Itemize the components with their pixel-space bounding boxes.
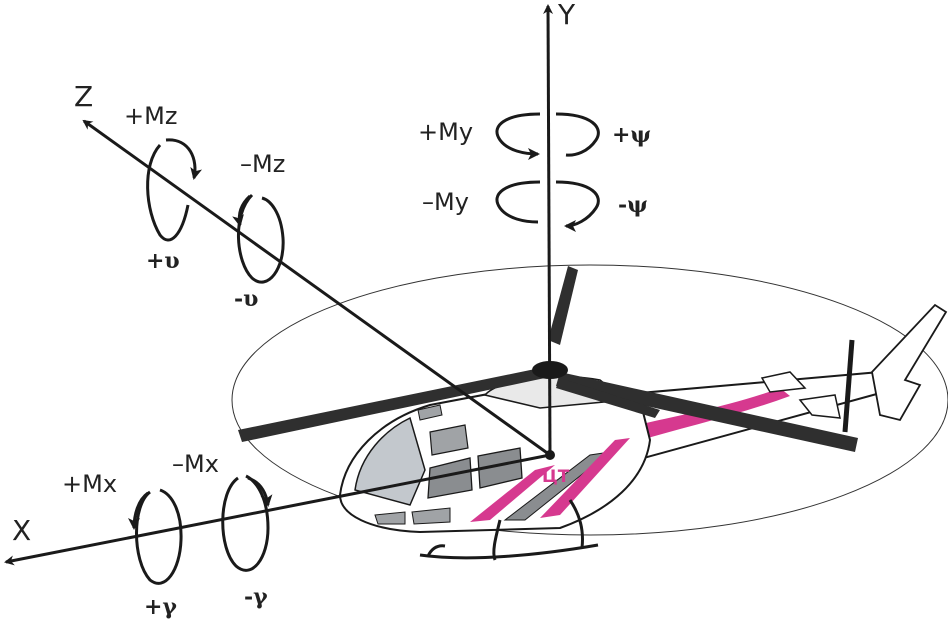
stabilizer-fin (798, 394, 841, 419)
minus-gamma-label: -γ (244, 584, 268, 610)
skid-tube (419, 543, 599, 560)
cabin-window-mid (477, 447, 523, 489)
skid-strut-rear (568, 499, 584, 549)
center-of-mass (545, 450, 555, 460)
rotor-disk (231, 264, 948, 536)
plus-my-label: +My (418, 118, 473, 146)
plus-gamma-label: +γ (144, 594, 177, 620)
x-axis-label: X (12, 514, 31, 547)
lower-window-1 (374, 511, 406, 525)
minus-mx-label: –Mx (172, 450, 219, 478)
rotation-arrow-minus-mz-head (232, 194, 252, 227)
rotation-arrow-minus-mx (221, 474, 270, 572)
rotation-arrow-minus-my-right (555, 180, 600, 232)
rotation-arrow-plus-my-right (555, 112, 600, 157)
y-axis (543, 4, 554, 456)
rotation-arrow-plus-mz (146, 143, 190, 242)
main-rotor (238, 266, 858, 452)
skid-tip (426, 544, 446, 557)
axes (4, 4, 555, 566)
rotation-z (146, 138, 285, 284)
cabin-window-small (417, 404, 443, 421)
cabin-window-upper (429, 424, 469, 456)
horizontal-stabilizer (760, 371, 807, 393)
rotor-blade-rear (548, 266, 578, 345)
body-stripe-1 (470, 465, 555, 522)
rotation-arrow-plus-mz-top (165, 138, 203, 180)
rotation-y (495, 112, 600, 232)
rotor-blade-front (556, 378, 660, 418)
plus-psi-label: +ψ (612, 122, 651, 148)
rotation-arrow-plus-mx (135, 488, 183, 585)
minus-my-label: –My (422, 188, 469, 216)
plus-mz-label: +Mz (124, 102, 177, 130)
minus-mz-label: –Mz (240, 150, 285, 178)
cabin-window-front (427, 457, 473, 499)
y-axis-label: Y (557, 0, 576, 31)
rotation-arrow-plus-my (495, 112, 541, 160)
rotation-arrow-minus-mx-head (247, 476, 273, 507)
helicopter (338, 303, 948, 561)
tail-fin (871, 303, 948, 422)
tail-stripe (610, 388, 790, 448)
minus-psi-label: -ψ (618, 192, 648, 218)
body-stripe-3 (540, 438, 630, 518)
z-axis-label: Z (74, 80, 93, 113)
plus-theta-label: +υ (146, 248, 180, 274)
rotation-x (128, 474, 273, 585)
rotation-arrow-minus-my (495, 180, 541, 224)
rotor-blade-right (556, 372, 858, 452)
center-of-mass-label: ЦТ (542, 467, 570, 487)
x-axis (4, 453, 551, 566)
lower-window-2 (411, 507, 451, 525)
rotor-blade-left (238, 368, 545, 442)
minus-theta-label: -υ (234, 286, 258, 312)
rotation-arrow-minus-mz (237, 193, 285, 284)
tail-rotor (842, 339, 855, 433)
rotation-arrow-plus-mx-head (128, 491, 149, 530)
z-axis (82, 119, 551, 457)
plus-mx-label: +Mx (62, 470, 117, 498)
